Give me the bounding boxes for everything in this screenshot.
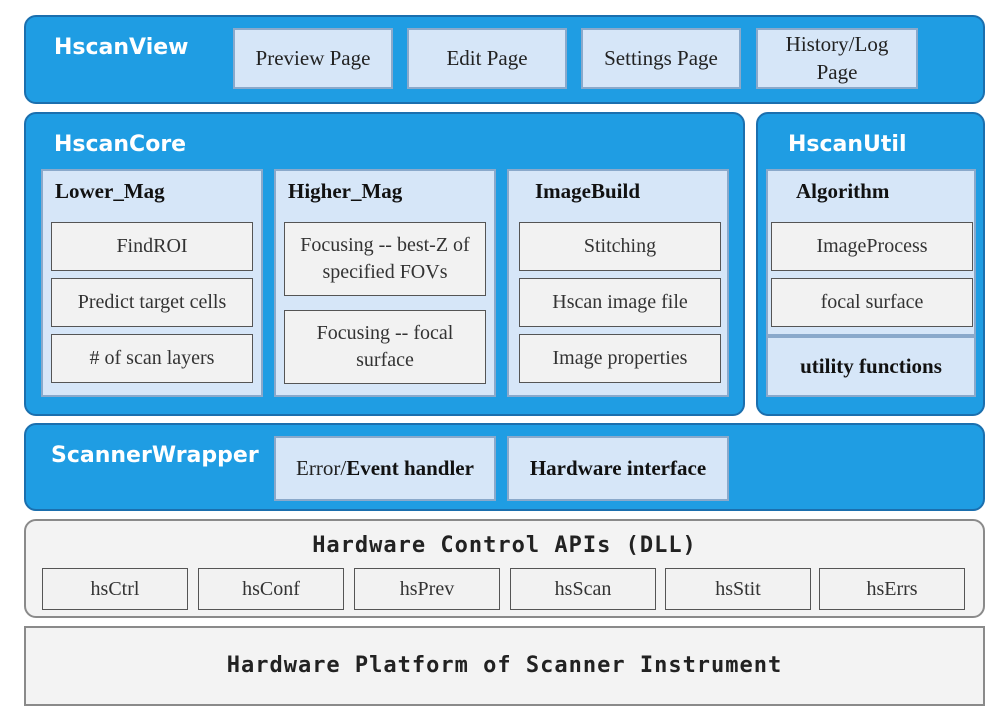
focusing-focal-surface-box: Focusing -- focal surface: [284, 310, 486, 384]
error-event-handler-box: Error/Event handler: [274, 436, 496, 501]
imagebuild-panel: ImageBuild Stitching Hscan image file Im…: [507, 169, 729, 397]
stitching-box: Stitching: [519, 222, 721, 271]
hsstit-box: hsStit: [665, 568, 811, 610]
imagebuild-title: ImageBuild: [535, 179, 641, 203]
image-process-box: ImageProcess: [771, 222, 973, 271]
focal-surface-box: focal surface: [771, 278, 973, 327]
scannerwrapper-title: ScannerWrapper: [51, 443, 259, 468]
algorithm-title: Algorithm: [796, 179, 890, 203]
hscanutil-layer: HscanUtil Algorithm ImageProcess focal s…: [756, 112, 985, 416]
history-log-page-box: History/Log Page: [756, 28, 918, 89]
hscanutil-title: HscanUtil: [788, 132, 907, 157]
hardware-apis-layer: Hardware Control APIs (DLL) hsCtrl hsCon…: [24, 519, 985, 618]
settings-page-box: Settings Page: [581, 28, 741, 89]
focusing-best-z-box: Focusing -- best-Z of specified FOVs: [284, 222, 486, 296]
hsconf-box: hsConf: [198, 568, 344, 610]
hardware-apis-title: Hardware Control APIs (DLL): [312, 533, 697, 558]
hscan-image-file-box: Hscan image file: [519, 278, 721, 327]
event-handler-label: Event handler: [346, 455, 474, 480]
hscanview-title: HscanView: [54, 35, 189, 60]
hardware-interface-label: Hardware interface: [529, 455, 707, 480]
image-properties-box: Image properties: [519, 334, 721, 383]
higher-mag-title: Higher_Mag: [288, 179, 403, 203]
higher-mag-panel: Higher_Mag Focusing -- best-Z of specifi…: [274, 169, 496, 397]
hardware-interface-box: Hardware interface: [507, 436, 729, 501]
utility-functions-label: utility functions: [800, 354, 942, 378]
error-label: Error/: [296, 455, 347, 480]
hserrs-box: hsErrs: [819, 568, 965, 610]
algorithm-panel: Algorithm ImageProcess focal surface: [766, 169, 976, 336]
edit-page-box: Edit Page: [407, 28, 567, 89]
lower-mag-panel: Lower_Mag FindROI Predict target cells #…: [41, 169, 263, 397]
hardware-platform-title: Hardware Platform of Scanner Instrument: [226, 653, 783, 678]
hscancore-title: HscanCore: [54, 132, 187, 157]
hsctrl-box: hsCtrl: [42, 568, 188, 610]
scannerwrapper-layer: ScannerWrapper Error/Event handler Hardw…: [24, 423, 985, 511]
lower-mag-title: Lower_Mag: [55, 179, 165, 203]
hardware-platform-layer: Hardware Platform of Scanner Instrument: [24, 626, 985, 706]
hsprev-box: hsPrev: [354, 568, 500, 610]
hsscan-box: hsScan: [510, 568, 656, 610]
utility-functions-panel: utility functions: [766, 336, 976, 397]
find-roi-box: FindROI: [51, 222, 253, 271]
hscanview-layer: HscanView Preview Page Edit Page Setting…: [24, 15, 985, 104]
scan-layers-box: # of scan layers: [51, 334, 253, 383]
hscancore-layer: HscanCore Lower_Mag FindROI Predict targ…: [24, 112, 745, 416]
predict-target-cells-box: Predict target cells: [51, 278, 253, 327]
preview-page-box: Preview Page: [233, 28, 393, 89]
